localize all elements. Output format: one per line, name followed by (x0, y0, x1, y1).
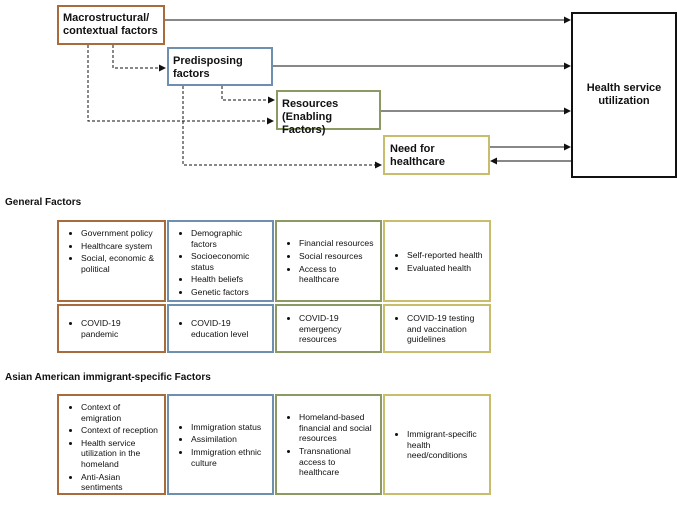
list-item: COVID-19 emergency resources (299, 313, 376, 345)
bullet-list: COVID-19 emergency resources (279, 313, 376, 347)
general-cell-2-3: COVID-19 emergency resources (275, 304, 382, 353)
bullet-list: COVID-19 pandemic (61, 318, 160, 341)
list-item: Self-reported health (407, 250, 485, 261)
macro-label: Macrostructural/ contextual factors (63, 12, 158, 37)
list-item: Transnational access to healthcare (299, 446, 376, 478)
asian-cell-3: Homeland-based financial and social reso… (275, 394, 382, 495)
dashed-macro-to-resources (87, 45, 274, 125)
asian-cell-2: Immigration status Assimilation Immigrat… (167, 394, 274, 495)
list-item: Socioeconomic status (191, 251, 268, 272)
list-item: Homeland-based financial and social reso… (299, 412, 376, 444)
bullet-list: Immigrant-specific health need/condition… (387, 429, 485, 463)
dashed-macro-to-predisposing (112, 45, 166, 72)
list-item: Immigration ethnic culture (191, 447, 268, 468)
predisposing-box: Predisposing factors (167, 47, 273, 86)
list-item: Financial resources (299, 238, 376, 249)
list-item: Health beliefs (191, 274, 268, 285)
outcome-label: Health service utilization (586, 82, 662, 107)
asian-cell-4: Immigrant-specific health need/condition… (383, 394, 491, 495)
list-item: COVID-19 education level (191, 318, 268, 339)
general-cell-1-1: Government policy Healthcare system Soci… (57, 220, 166, 302)
list-item: Social resources (299, 251, 376, 262)
resources-box: Resources (Enabling Factors) (276, 90, 381, 136)
bullet-list: Self-reported health Evaluated health (387, 250, 485, 275)
need-box: Need for healthcare (383, 135, 490, 175)
asian-heading: Asian American immigrant-specific Factor… (5, 372, 211, 383)
bullet-list: COVID-19 testing and vaccination guideli… (387, 313, 485, 347)
dashed-predisposing-to-resources (221, 86, 275, 104)
list-item: Healthcare system (81, 241, 160, 252)
general-cell-2-1: COVID-19 pandemic (57, 304, 166, 353)
list-item: COVID-19 testing and vaccination guideli… (407, 313, 485, 345)
list-item: COVID-19 pandemic (81, 318, 160, 339)
list-item: Immigration status (191, 422, 268, 433)
bullet-list: Homeland-based financial and social reso… (279, 412, 376, 480)
bullet-list: Context of emigration Context of recepti… (61, 402, 160, 495)
list-item: Government policy (81, 228, 160, 239)
bullet-list: Immigration status Assimilation Immigrat… (171, 422, 268, 470)
list-item: Social, economic & political (81, 253, 160, 274)
predisposing-label: Predisposing factors (173, 55, 243, 80)
general-cell-1-4: Self-reported health Evaluated health (383, 220, 491, 302)
list-item: Access to healthcare (299, 264, 376, 285)
bullet-list: Government policy Healthcare system Soci… (61, 228, 160, 276)
list-item: Immigrant-specific health need/condition… (407, 429, 485, 461)
dashed-predisposing-to-need (182, 86, 382, 169)
general-cell-2-4: COVID-19 testing and vaccination guideli… (383, 304, 491, 353)
general-cell-2-2: COVID-19 education level (167, 304, 274, 353)
asian-cell-1: Context of emigration Context of recepti… (57, 394, 166, 495)
general-cell-1-3: Financial resources Social resources Acc… (275, 220, 382, 302)
macro-box: Macrostructural/ contextual factors (57, 5, 165, 45)
bullet-list: Financial resources Social resources Acc… (279, 238, 376, 286)
list-item: Demographic factors (191, 228, 268, 249)
list-item: Genetic factors (191, 287, 268, 298)
bullet-list: COVID-19 education level (171, 318, 268, 341)
list-item: Assimilation (191, 434, 268, 445)
general-heading: General Factors (5, 197, 82, 208)
need-label: Need for healthcare (390, 143, 446, 168)
list-item: Context of emigration (81, 402, 160, 423)
list-item: Context of reception (81, 425, 160, 436)
list-item: Health service utilization in the homela… (81, 438, 160, 470)
general-cell-1-2: Demographic factors Socioeconomic status… (167, 220, 274, 302)
list-item: Evaluated health (407, 263, 485, 274)
list-item: Anti-Asian sentiments (81, 472, 160, 493)
outcome-box: Health service utilization (571, 12, 677, 178)
bullet-list: Demographic factors Socioeconomic status… (171, 228, 268, 300)
model-arrows (87, 16, 571, 169)
resources-label: Resources (Enabling Factors) (282, 98, 339, 136)
